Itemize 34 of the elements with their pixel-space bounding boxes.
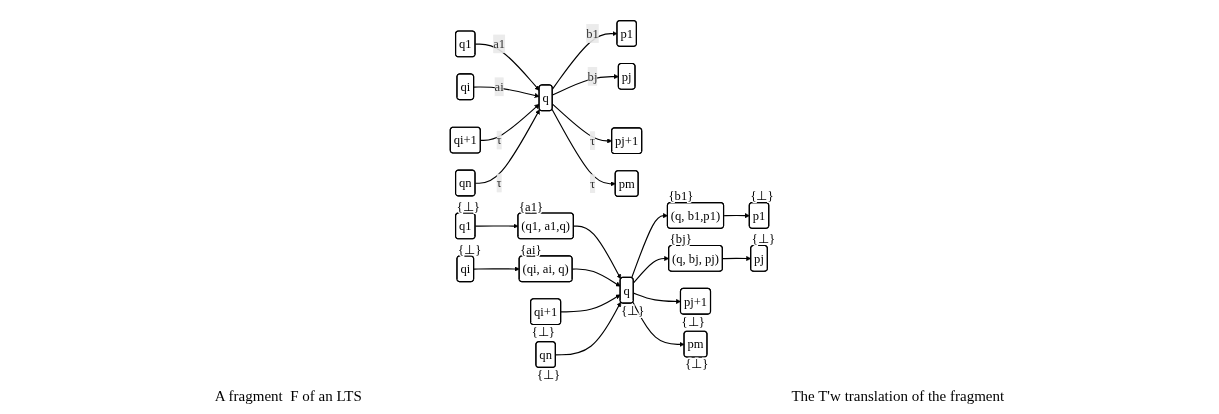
state-annotation: {⊥} (537, 367, 561, 382)
arrow (555, 301, 622, 356)
edge-label: τ (589, 133, 596, 148)
arrow (560, 294, 621, 313)
arrow (632, 301, 685, 347)
arrow (631, 213, 668, 279)
edge-label: b1 (586, 26, 599, 41)
state-annotation: {⊥} (681, 314, 705, 329)
state-annotation: {⊥} (531, 324, 555, 339)
arrow (473, 266, 520, 272)
state-annotation: {a1} (519, 199, 543, 214)
edge-label: ai (494, 79, 504, 94)
arrow (551, 108, 616, 187)
arrow (723, 213, 750, 219)
caption-text: The T'w translation of the fragment (791, 388, 1005, 406)
edge-label: τ (496, 132, 502, 148)
arrow (473, 86, 540, 98)
arrow (551, 74, 619, 96)
state-annotation: {b1} (668, 189, 694, 204)
state-annotation: {⊥} (750, 189, 774, 204)
arrow (573, 225, 622, 280)
arrow (632, 292, 681, 304)
edge-label: τ (589, 176, 596, 191)
state-annotation: {⊥} (685, 357, 709, 372)
edge-label: τ (496, 175, 502, 191)
state-annotation: {ai} (520, 242, 542, 257)
state-annotation: {⊥} (456, 199, 480, 214)
state-annotation: {⊥} (458, 242, 482, 257)
state-annotation: {bj} (669, 232, 692, 247)
arrow (480, 103, 540, 141)
state-annotation: {⊥} (751, 232, 775, 247)
edge-label: bj (587, 69, 598, 84)
caption-text: A fragment F of an LTS (214, 388, 362, 406)
edge-label: a1 (493, 36, 506, 52)
